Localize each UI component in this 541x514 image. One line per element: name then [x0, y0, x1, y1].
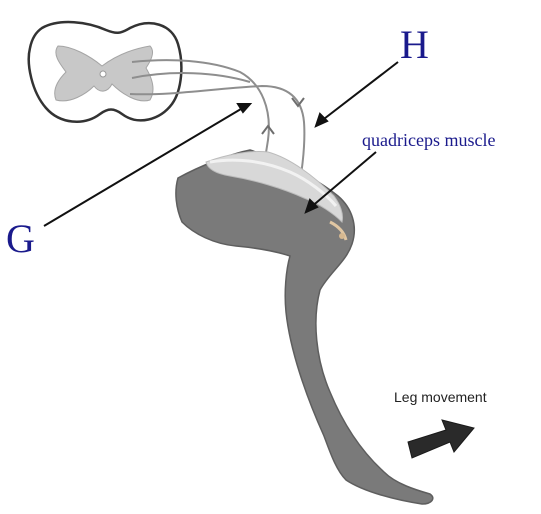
leg-silhouette — [176, 150, 433, 504]
label-leg-movement: Leg movement — [394, 389, 487, 405]
h-pointer-line — [320, 62, 398, 122]
label-g: G — [6, 216, 35, 261]
label-h: H — [400, 22, 429, 67]
leg-movement-arrow — [408, 420, 474, 458]
knee-tap-point — [339, 233, 345, 239]
spinal-cord-cross-section — [29, 22, 182, 122]
h-pointer-arrowhead — [316, 114, 327, 126]
label-quadriceps-muscle: quadriceps muscle — [362, 130, 495, 150]
leg — [176, 150, 433, 504]
central-canal — [100, 71, 106, 77]
muscle-pointer-line — [310, 152, 376, 208]
